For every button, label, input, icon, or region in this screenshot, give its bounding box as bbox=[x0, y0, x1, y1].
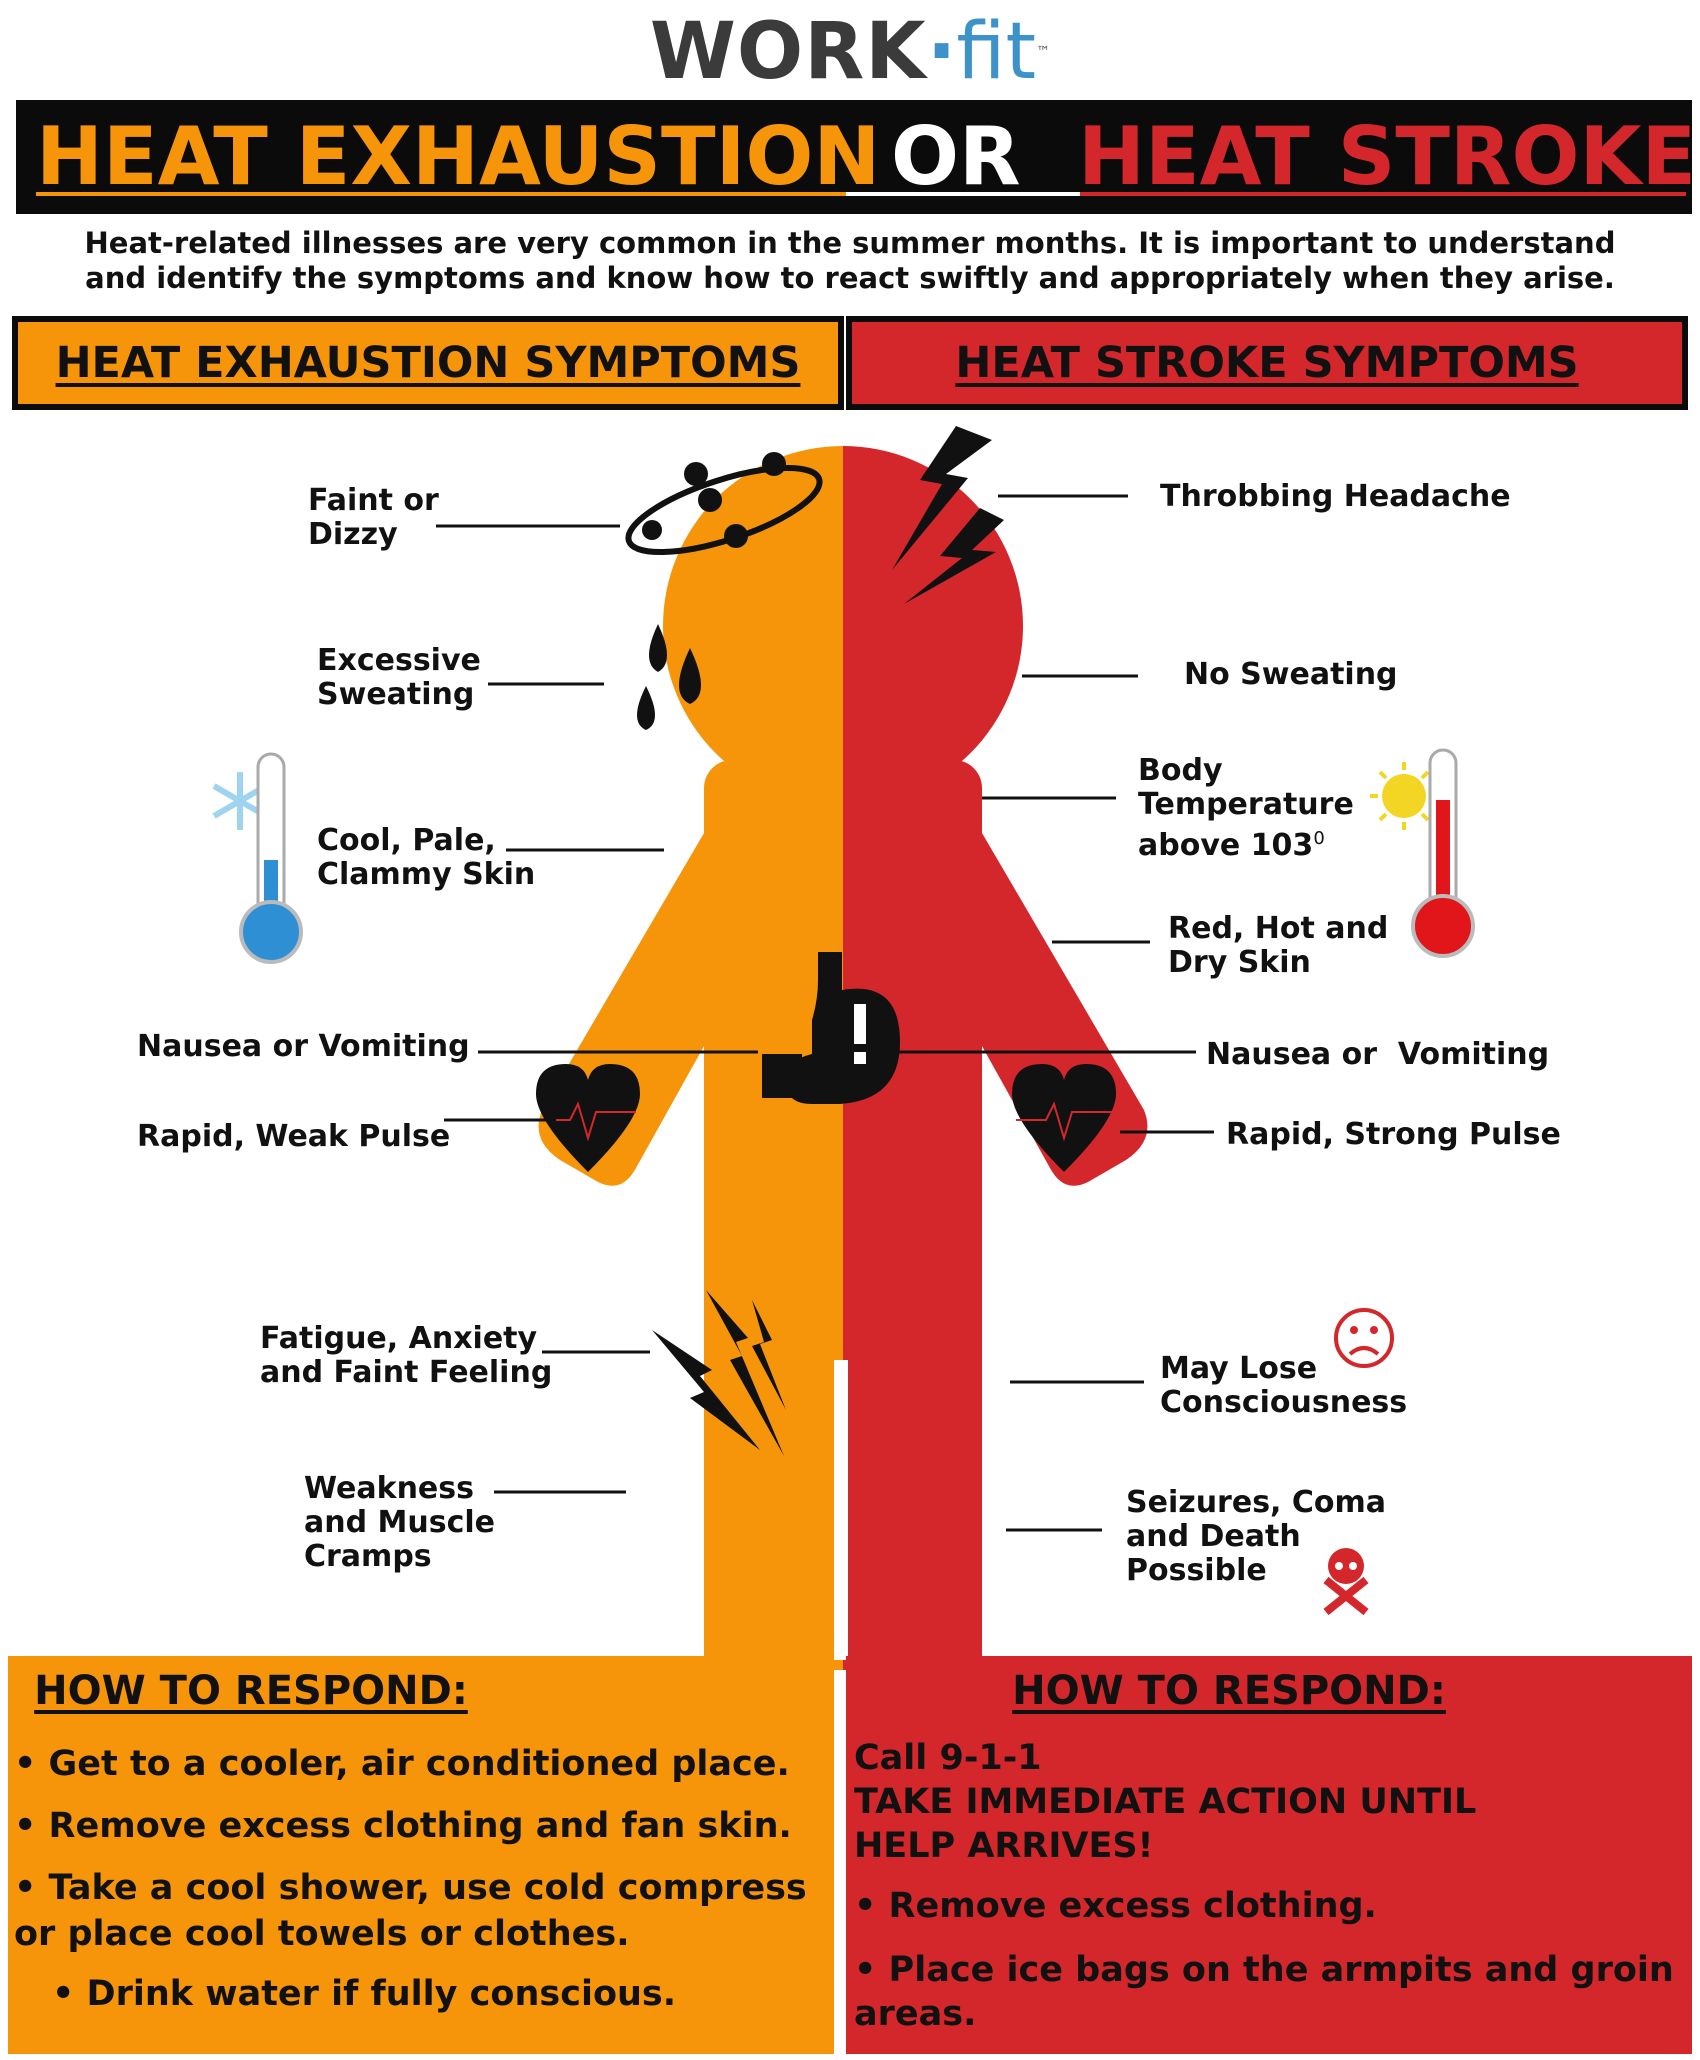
label-temp-line-1: Body bbox=[1138, 753, 1223, 788]
respond-right-bullet-2: • Place ice bags on the armpits and groi… bbox=[854, 1950, 1674, 1990]
lightning-headache-icon bbox=[892, 426, 1004, 604]
label-weakness-line-1: Weakness bbox=[304, 1471, 474, 1506]
respond-right-call: Call 9-1-1 bbox=[854, 1738, 1042, 1778]
logo-dot: · bbox=[926, 7, 957, 97]
label-sweating-line-2: Sweating bbox=[317, 677, 475, 712]
logo-tm: ™ bbox=[1036, 44, 1051, 60]
leg-gap bbox=[834, 1360, 848, 1660]
skull-crossbones-icon bbox=[1323, 1548, 1369, 1616]
label-nausea-right: Nausea or Vomiting bbox=[1206, 1038, 1549, 1072]
respond-left-bullet-2: • Remove excess clothing and fan skin. bbox=[14, 1806, 792, 1846]
stomach-icon bbox=[762, 952, 900, 1104]
label-red-skin-line-2: Dry Skin bbox=[1168, 945, 1311, 980]
label-faint-dizzy: Faint or Dizzy bbox=[308, 484, 439, 552]
workfit-logo: WORK·fit™ bbox=[0, 2, 1700, 102]
respond-panel-stroke: HOW TO RESPOND: Call 9-1-1 TAKE IMMEDIAT… bbox=[846, 1656, 1692, 2054]
label-headache-line-1: Throbbing Headache bbox=[1160, 479, 1511, 514]
respond-right-bullet-2-cont: areas. bbox=[854, 1994, 977, 2034]
intro-line-2: and identify the symptoms and know how t… bbox=[85, 261, 1615, 295]
label-body-temperature: Body Temperature above 1030 bbox=[1138, 754, 1354, 863]
cold-thermometer-icon bbox=[212, 752, 303, 964]
heat-stroke-header: HEAT STROKE SYMPTOMS bbox=[846, 316, 1688, 410]
sweat-drops-icon bbox=[637, 624, 701, 730]
title-or: OR bbox=[891, 110, 1021, 203]
label-red-skin-line-1: Red, Hot and bbox=[1168, 911, 1389, 946]
label-seizures-line-2: and Death bbox=[1126, 1519, 1301, 1554]
label-faint-line-2: Dizzy bbox=[308, 517, 398, 552]
sad-face-icon bbox=[1334, 1308, 1394, 1368]
label-temp-degree: 0 bbox=[1313, 828, 1325, 849]
title-heat-exhaustion: HEAT EXHAUSTION bbox=[36, 110, 881, 203]
respond-left-bullet-3: • Take a cool shower, use cold compress bbox=[14, 1868, 807, 1908]
label-nausea-left: Nausea or Vomiting bbox=[137, 1030, 470, 1064]
title-heat-stroke: HEAT STROKE? bbox=[1078, 110, 1700, 203]
respond-right-bullet-1: • Remove excess clothing. bbox=[854, 1886, 1377, 1926]
label-rapid-weak-pulse: Rapid, Weak Pulse bbox=[137, 1120, 450, 1154]
respond-right-action: TAKE IMMEDIATE ACTION UNTIL bbox=[854, 1782, 1477, 1822]
label-weakness-line-2: and Muscle bbox=[304, 1505, 496, 1540]
label-fatigue-anxiety: Fatigue, Anxiety and Faint Feeling bbox=[260, 1322, 552, 1390]
title-bar: HEAT EXHAUSTION OR HEAT STROKE? bbox=[16, 100, 1700, 214]
heat-stroke-header-label: HEAT STROKE SYMPTOMS bbox=[955, 338, 1579, 388]
label-faint-line-1: Faint or bbox=[308, 483, 439, 518]
heat-exhaustion-header-label: HEAT EXHAUSTION SYMPTOMS bbox=[55, 338, 801, 388]
respond-title-right: HOW TO RESPOND: bbox=[1012, 1668, 1446, 1714]
label-weakness-cramps: Weakness and Muscle Cramps bbox=[304, 1472, 495, 1574]
label-fatigue-line-2: and Faint Feeling bbox=[260, 1355, 553, 1390]
label-nausea-right-line-1: Nausea or Vomiting bbox=[1206, 1037, 1550, 1072]
label-no-sweat-line-1: No Sweating bbox=[1184, 657, 1398, 692]
hot-thermometer-icon bbox=[1370, 748, 1475, 958]
respond-right-help: HELP ARRIVES! bbox=[854, 1826, 1154, 1866]
intro-line-1: Heat-related illnesses are very common i… bbox=[84, 226, 1616, 260]
heart-pulse-icon-left bbox=[536, 1064, 640, 1172]
label-fatigue-line-1: Fatigue, Anxiety bbox=[260, 1321, 538, 1356]
label-nausea-left-line-1: Nausea or Vomiting bbox=[137, 1029, 470, 1064]
intro-text: Heat-related illnesses are very common i… bbox=[60, 226, 1640, 296]
title-underline-orange bbox=[36, 192, 846, 196]
label-conscious-line-2: Consciousness bbox=[1160, 1385, 1408, 1420]
label-weakness-line-3: Cramps bbox=[304, 1539, 432, 1574]
label-cool-skin-line-1: Cool, Pale, bbox=[317, 823, 496, 858]
label-cool-skin-line-2: Clammy Skin bbox=[317, 857, 536, 892]
respond-left-bullet-4: • Drink water if fully conscious. bbox=[52, 1974, 677, 2014]
respond-title-left: HOW TO RESPOND: bbox=[34, 1668, 468, 1714]
label-excessive-sweating: Excessive Sweating bbox=[317, 644, 481, 712]
respond-left-bullet-1: • Get to a cooler, air conditioned place… bbox=[14, 1744, 790, 1784]
label-seizures-line-1: Seizures, Coma bbox=[1126, 1485, 1387, 1520]
label-conscious-line-1: May Lose bbox=[1160, 1351, 1318, 1386]
label-seizures-line-3: Possible bbox=[1126, 1553, 1267, 1588]
logo-work: WORK bbox=[649, 7, 927, 97]
label-throbbing-headache: Throbbing Headache bbox=[1160, 480, 1511, 514]
lightning-fatigue-icon bbox=[652, 1290, 786, 1456]
respond-panel-exhaustion: HOW TO RESPOND: • Get to a cooler, air c… bbox=[8, 1656, 834, 2054]
logo-fit: fit bbox=[956, 7, 1037, 97]
label-strong-pulse-line-1: Rapid, Strong Pulse bbox=[1226, 1117, 1561, 1152]
label-rapid-strong-pulse: Rapid, Strong Pulse bbox=[1226, 1118, 1561, 1152]
label-seizures-coma: Seizures, Coma and Death Possible bbox=[1126, 1486, 1386, 1588]
label-red-hot-dry-skin: Red, Hot and Dry Skin bbox=[1168, 912, 1388, 980]
heart-pulse-icon-right bbox=[1012, 1064, 1116, 1172]
label-temp-line-2: Temperature bbox=[1138, 787, 1354, 822]
label-temp-line-3: above 1030 bbox=[1138, 822, 1354, 863]
label-weak-pulse-line-1: Rapid, Weak Pulse bbox=[137, 1119, 451, 1154]
label-temp-value: above 103 bbox=[1138, 828, 1314, 863]
title-underline-red bbox=[1080, 192, 1686, 196]
title-underline-white bbox=[846, 192, 1080, 196]
respond-left-bullet-3-cont: or place cool towels or clothes. bbox=[14, 1914, 630, 1954]
label-no-sweating: No Sweating bbox=[1184, 658, 1398, 692]
dizzy-orbit-icon bbox=[625, 452, 823, 556]
label-cool-pale-skin: Cool, Pale, Clammy Skin bbox=[317, 824, 535, 892]
label-lose-consciousness: May Lose Consciousness bbox=[1160, 1352, 1407, 1420]
heat-exhaustion-header: HEAT EXHAUSTION SYMPTOMS bbox=[12, 316, 844, 410]
leader-lines bbox=[436, 494, 1214, 1532]
label-sweating-line-1: Excessive bbox=[317, 643, 481, 678]
